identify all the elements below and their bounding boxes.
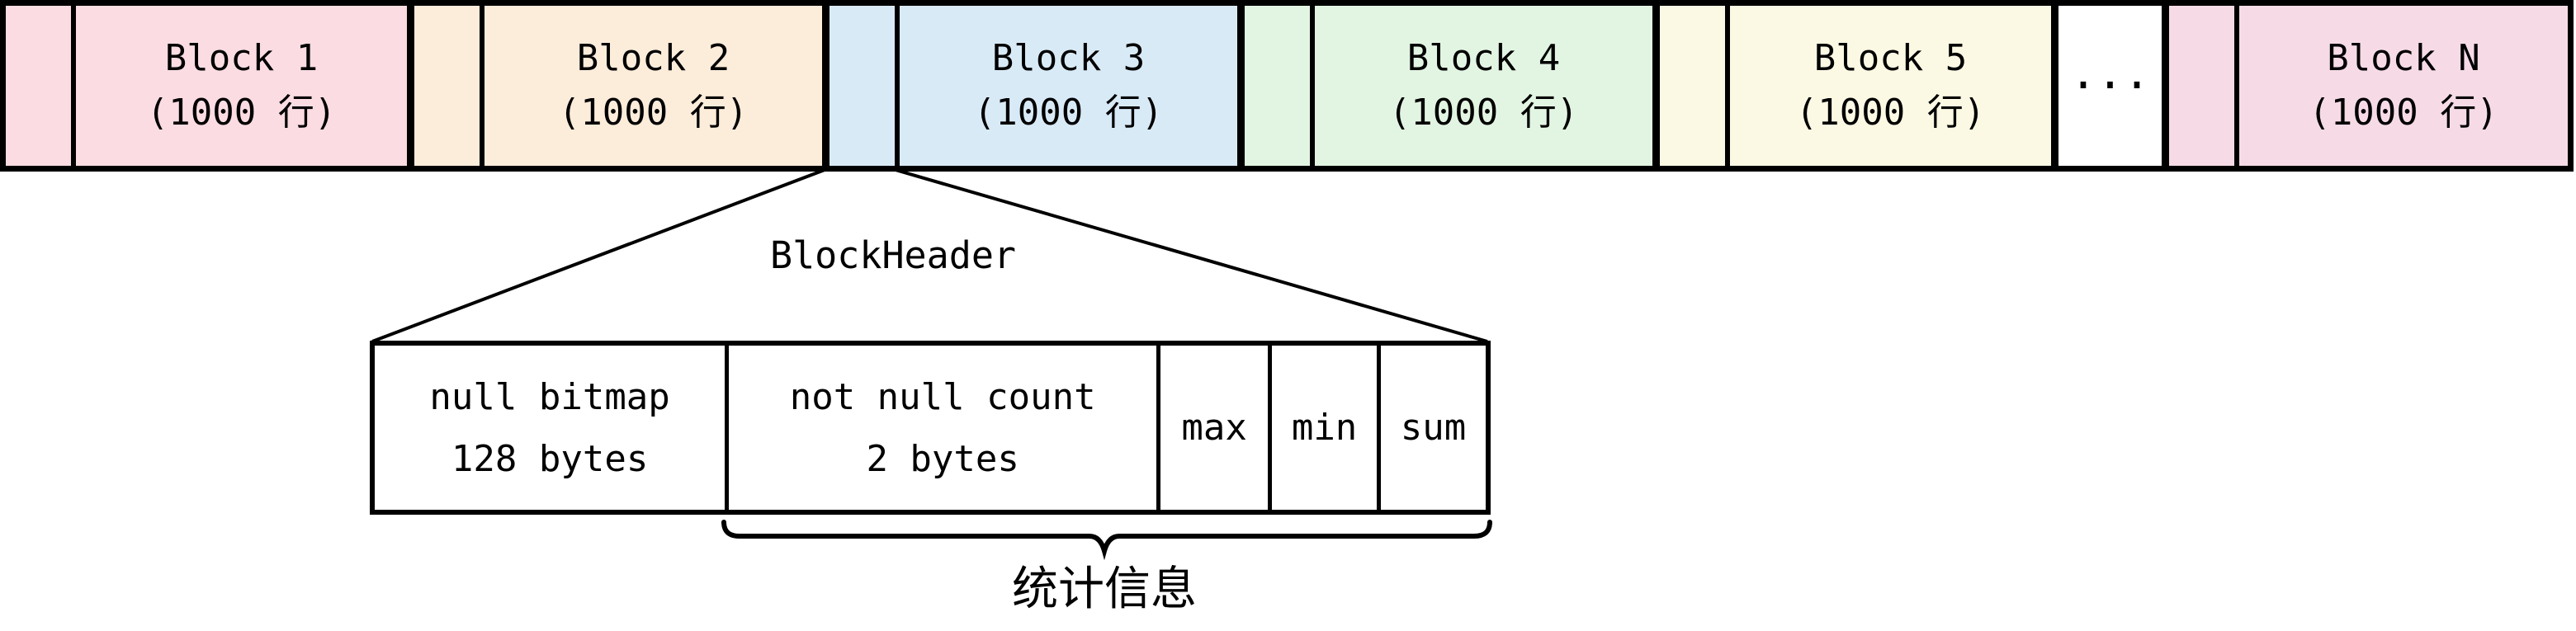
block-rowcount-label: (1000 行) xyxy=(558,92,749,134)
block-2-body: Block 2 (1000 行) xyxy=(484,6,822,166)
block-1-body: Block 1 (1000 行) xyxy=(76,6,407,166)
block-unit-1: Block 1 (1000 行) xyxy=(6,6,407,166)
block-rowcount-label: (1000 行) xyxy=(2309,92,2498,134)
cell-line: sum xyxy=(1400,407,1467,449)
header-cell-min: min xyxy=(1272,346,1378,510)
ellipsis-dots: ··· xyxy=(2069,59,2151,111)
cell-line: max xyxy=(1181,407,1247,449)
block-label: Block 2 xyxy=(576,37,730,79)
block-label: Block 5 xyxy=(1813,37,1968,79)
blockheader-title: BlockHeader xyxy=(769,233,1016,277)
blockheader-detail-box: null bitmap 128 bytes not null count 2 b… xyxy=(370,341,1491,515)
block-4-body: Block 4 (1000 行) xyxy=(1315,6,1652,166)
block-rowcount-label: (1000 行) xyxy=(973,92,1164,134)
cell-line: min xyxy=(1291,407,1358,449)
block-1-header-strip xyxy=(6,6,71,166)
block-unit-n: Block N (1000 行) xyxy=(2169,6,2568,166)
cell-line: null bitmap xyxy=(429,375,670,418)
strip-divider xyxy=(480,6,484,166)
block-2-header-strip xyxy=(414,6,480,166)
strip-divider xyxy=(2234,6,2239,166)
block-unit-4: Block 4 (1000 行) xyxy=(1245,6,1652,166)
block-4-header-strip xyxy=(1245,6,1310,166)
block-row: Block 1 (1000 行) Block 2 (1000 行) Block … xyxy=(0,0,2574,172)
header-cell-max: max xyxy=(1160,346,1269,510)
strip-divider xyxy=(1725,6,1730,166)
block-label: Block 4 xyxy=(1406,37,1561,79)
statistics-label: 统计信息 xyxy=(1012,563,1197,616)
block-n-header-strip xyxy=(2169,6,2234,166)
header-cell-sum: sum xyxy=(1381,346,1486,510)
block-n-body: Block N (1000 行) xyxy=(2239,6,2568,166)
cell-line: 128 bytes xyxy=(451,437,649,480)
strip-divider xyxy=(895,6,900,166)
strip-divider xyxy=(71,6,76,166)
block-label: Block 3 xyxy=(991,37,1146,79)
block-label: Block N xyxy=(2327,37,2480,79)
block-unit-2: Block 2 (1000 行) xyxy=(414,6,822,166)
block-3-body: Block 3 (1000 行) xyxy=(900,6,1237,166)
cell-line: not null count xyxy=(789,375,1096,418)
block-unit-3: Block 3 (1000 行) xyxy=(830,6,1237,166)
block-5-header-strip xyxy=(1660,6,1725,166)
underbrace xyxy=(721,520,1492,561)
block-label: Block 1 xyxy=(164,37,319,79)
block-rowcount-label: (1000 行) xyxy=(1388,92,1579,134)
block-5-body: Block 5 (1000 行) xyxy=(1730,6,2051,166)
block-3-header-strip xyxy=(830,6,895,166)
strip-divider xyxy=(1310,6,1315,166)
header-cell-not-null-count: not null count 2 bytes xyxy=(729,346,1157,510)
header-cell-null-bitmap: null bitmap 128 bytes xyxy=(375,346,726,510)
cell-line: 2 bytes xyxy=(866,437,1019,480)
block-unit-5: Block 5 (1000 行) xyxy=(1660,6,2051,166)
block-rowcount-label: (1000 行) xyxy=(146,92,337,134)
block-rowcount-label: (1000 行) xyxy=(1795,92,1986,134)
ellipsis-block: ··· xyxy=(2058,6,2162,166)
